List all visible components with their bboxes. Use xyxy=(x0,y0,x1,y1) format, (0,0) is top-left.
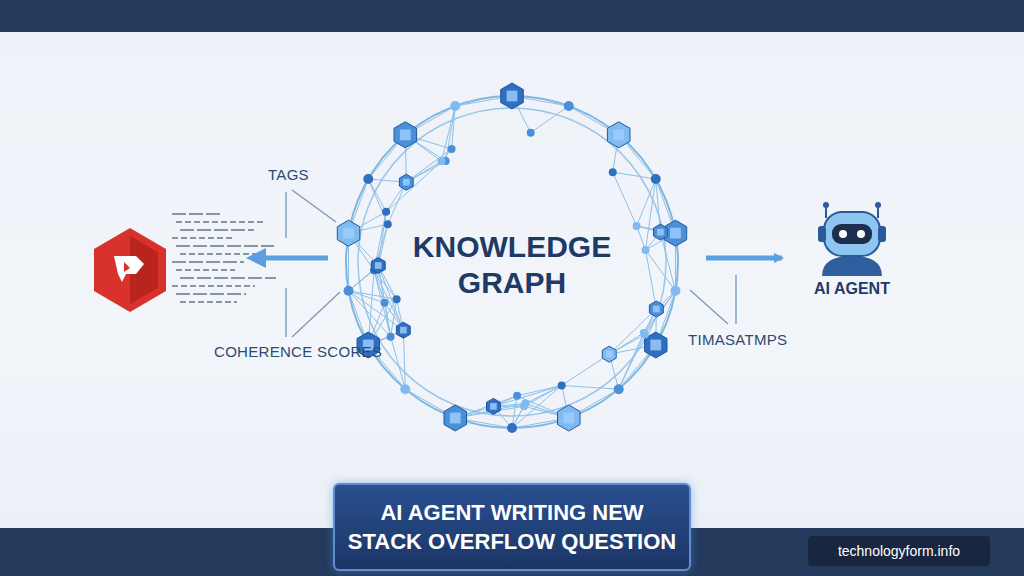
robot-icon xyxy=(812,200,892,276)
leader-lines xyxy=(286,190,736,337)
tag-label: TAGS xyxy=(268,166,309,183)
node-text: AI AGENT WRITING NEW STACK OVERFLOW QUES… xyxy=(347,498,677,556)
flow-arrow xyxy=(706,256,782,261)
caption-box: AI AGENT WRITING NEW STACK OVERFLOW QUES… xyxy=(333,483,691,571)
node-text: AI AGENT xyxy=(814,280,890,298)
stack-overflow-icon xyxy=(94,214,276,312)
score-label: COHERENCE SCORES xyxy=(214,343,382,360)
graph-circle: KNOWLEDGE GRAPH xyxy=(346,96,678,428)
node-text: KNOWLEDGE GRAPH xyxy=(387,229,637,301)
node-text: technologyform.info xyxy=(838,543,960,559)
timestamp-label: TIMASATMPS xyxy=(688,331,787,348)
agent-node: AI AGENT xyxy=(800,200,904,298)
watermark-box: technologyform.info xyxy=(808,536,990,566)
graph-ring xyxy=(337,83,686,433)
